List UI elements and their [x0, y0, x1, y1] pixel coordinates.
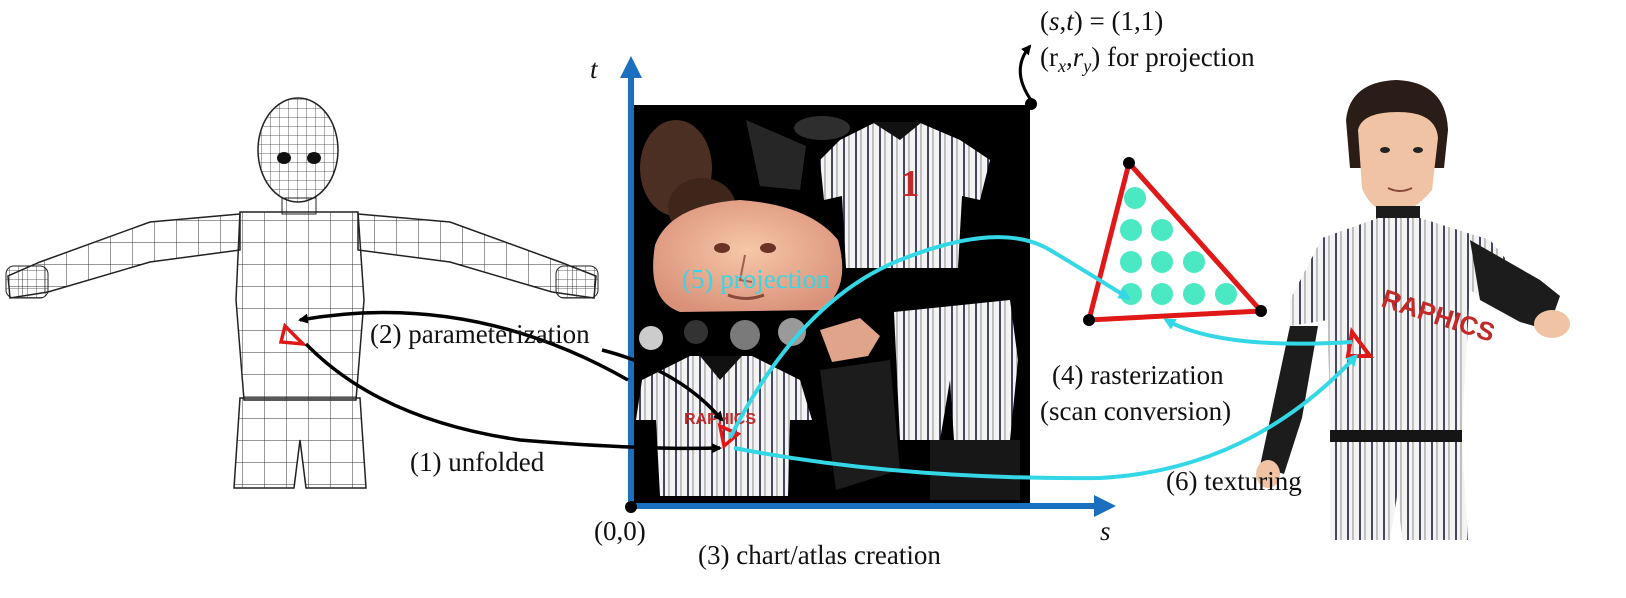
atlas-triangle	[717, 423, 742, 450]
corner-dot	[1025, 98, 1037, 110]
projection-arrow	[728, 235, 1131, 439]
step5-label: (5) projection	[682, 264, 830, 294]
step4-label: (4) rasterization	[1052, 360, 1224, 390]
origin-dot	[625, 501, 637, 513]
raster-dot	[1151, 219, 1173, 241]
raster-triangle	[1083, 157, 1267, 326]
unfolded-arrow	[304, 342, 722, 454]
raster-to-character-arrow	[1163, 318, 1353, 346]
corner-sub-label: (rx,ry) for projection	[1040, 42, 1255, 76]
raster-dot	[1151, 251, 1173, 273]
raster-dot	[1215, 283, 1237, 305]
corner-label: (s,t) = (1,1)	[1040, 6, 1163, 36]
parameterization-arrow-2	[601, 348, 724, 422]
raster-dot	[1120, 219, 1142, 241]
corner-callout-arrow	[1018, 44, 1033, 101]
step4b-label: (scan conversion)	[1040, 396, 1231, 426]
step6-label: (6) texturing	[1166, 466, 1302, 496]
step2-label: (2) parameterization	[370, 319, 590, 349]
step1-label: (1) unfolded	[410, 447, 545, 477]
raster-dot	[1151, 283, 1173, 305]
axis-t-label: t	[590, 54, 599, 84]
origin-label: (0,0)	[594, 516, 646, 546]
mesh-triangle	[278, 322, 308, 347]
raster-dot	[1124, 187, 1146, 209]
raster-dot	[1120, 251, 1142, 273]
jersey-number: 1	[901, 163, 920, 205]
texturing-arrow	[733, 353, 1359, 481]
parameterization-arrow	[298, 310, 629, 382]
wireframe-mesh-icon	[5, 97, 599, 489]
baseball-player-icon: RAPHICS	[1256, 80, 1570, 540]
step3-label: (3) chart/atlas creation	[698, 540, 941, 570]
raster-dot	[1183, 283, 1205, 305]
raster-dot	[1183, 251, 1205, 273]
axis-s-label: s	[1100, 516, 1111, 546]
